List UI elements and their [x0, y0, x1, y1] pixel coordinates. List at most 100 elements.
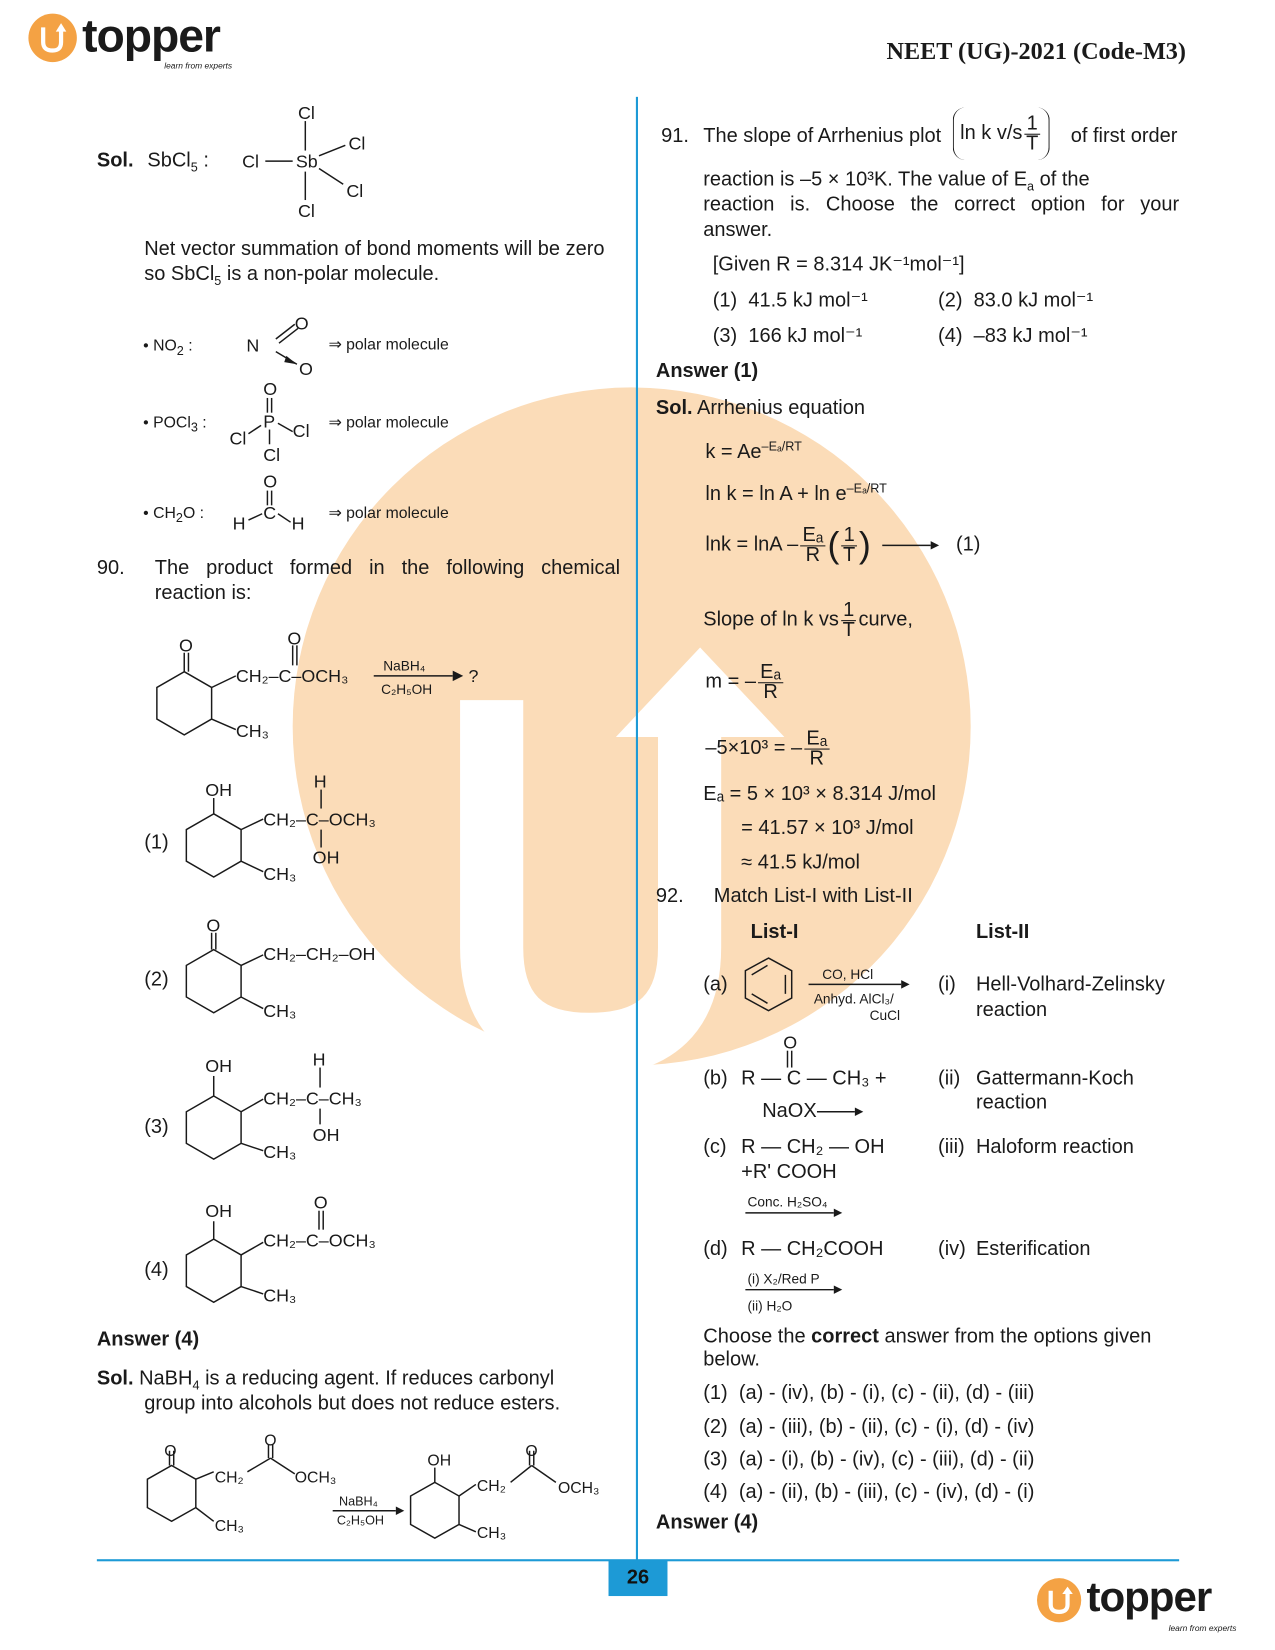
question-number-91: 91.: [661, 125, 689, 148]
page-number: 26: [608, 1560, 668, 1597]
item-c-formula: R — CH₂ — OH: [741, 1135, 885, 1159]
structure-label: NaBH₄: [383, 659, 425, 674]
list2-item-iii: Haloform reaction: [975, 1135, 1134, 1159]
structure-label: O: [783, 1033, 797, 1053]
question-92-title: Match List-I with List-II: [713, 885, 913, 908]
list2-item-ii: Gattermann-Koch: [975, 1067, 1134, 1090]
structure-label: Cl: [348, 133, 365, 153]
structure-label: CH₂–C–OCH₃: [263, 809, 376, 829]
structure-label: CuCl: [870, 1008, 900, 1023]
structure-label: Cl: [230, 428, 247, 448]
structure-label: O: [263, 471, 277, 491]
structure-label: NaBH₄: [339, 1495, 378, 1509]
item-a-label: (a): [703, 973, 728, 996]
structure-label: ?: [468, 666, 478, 686]
structure-label: CH₃: [263, 864, 296, 884]
atom-cl: Cl: [298, 103, 315, 123]
equation-k: k = Ae–Eₐ/RT: [705, 438, 802, 464]
question-number-90: 90.: [96, 556, 125, 580]
item-d-formula: R — CH₂COOH: [741, 1238, 884, 1261]
structure-label: OH: [205, 1201, 232, 1221]
list2-item-ii-2: reaction: [975, 1091, 1048, 1114]
structure-label: H: [313, 1049, 326, 1069]
structure-label: O: [314, 1193, 328, 1213]
ea-calc-2: = 41.57 × 10³ J/mol: [741, 816, 914, 840]
given-constant: [Given R = 8.314 JK⁻¹mol⁻¹]: [712, 253, 965, 276]
list2-item-iv-label: (iv): [938, 1238, 966, 1261]
footer-logo-tagline: learn from experts: [1168, 1623, 1237, 1633]
structure-label: CH₃: [215, 1518, 244, 1535]
structure-label: Cl: [346, 181, 363, 201]
question-90-text: The product formed in the following chem…: [154, 556, 621, 580]
footer-logo-text: topper: [1086, 1573, 1212, 1621]
choose-instruction: Choose the correct answer from the optio…: [703, 1325, 1152, 1348]
sol89-text-line1: Net vector summation of bond moments wil…: [144, 237, 605, 261]
structure-label: O: [206, 916, 220, 936]
structure-label: O: [295, 314, 309, 334]
option-4-label: (4): [144, 1259, 169, 1282]
q92-option-1: (1) (a) - (iv), (b) - (i), (c) - (ii), (…: [703, 1382, 1035, 1405]
list2-item-iv: Esterification: [975, 1238, 1091, 1261]
atom-n: N: [246, 336, 259, 356]
sol90-line1: Sol. NaBH4 is a reducing agent. If reduc…: [96, 1367, 555, 1393]
structure-label: CH₂–C–OCH₃: [263, 1231, 376, 1251]
q91-option-1: (1) 41.5 kJ mol⁻¹: [712, 289, 868, 312]
list2-item-iii-label: (iii): [938, 1135, 965, 1159]
structure-label: (ii) H₂O: [747, 1299, 792, 1314]
structure-label: CH₂–C–OCH₃: [236, 666, 349, 686]
logo-text: topper: [82, 10, 221, 63]
question-number-92: 92.: [655, 885, 684, 908]
atom-sb: Sb: [296, 151, 318, 171]
structure-label: H: [292, 514, 305, 534]
ea-calc-1: Eₐ = 5 × 10³ × 8.314 J/mol: [703, 783, 936, 806]
structure-label: OH: [427, 1452, 451, 1469]
question-91-line1: The slope of Arrhenius plot: [703, 125, 942, 148]
item-c-label: (c): [703, 1135, 727, 1159]
q92-option-4: (4) (a) - (ii), (b) - (iii), (c) - (iv),…: [703, 1481, 1035, 1504]
structure-label: O: [264, 1432, 276, 1449]
item-b-reagent: NaOX: [762, 1100, 817, 1123]
topper-logo-icon: [28, 13, 77, 63]
sol-label: Sol.: [96, 149, 134, 172]
footer-logo-icon: [1037, 1578, 1082, 1623]
logo-tagline: learn from experts: [164, 61, 233, 71]
structure-label: O: [525, 1443, 537, 1460]
item-d-label: (d): [703, 1238, 728, 1261]
column-divider: [635, 96, 638, 1561]
q91-option-3: (3) 166 kJ mol⁻¹: [712, 325, 863, 348]
item-c-line2: +R' COOH: [741, 1161, 837, 1184]
list-2-heading: List-II: [975, 921, 1030, 944]
structure-label: Cl: [263, 445, 280, 465]
ch2o-result: ⇒ polar molecule: [328, 504, 449, 523]
structure-label: H: [233, 514, 246, 534]
exam-title: NEET (UG)-2021 (Code-M3): [886, 37, 1186, 65]
question-91-line2: reaction is –5 × 10³K. The value of Ea o…: [703, 168, 1090, 194]
sol91-title: Sol. Arrhenius equation: [655, 396, 865, 420]
structure-label: O: [287, 628, 301, 648]
structure-label: Conc. H₂SO₄: [747, 1195, 827, 1210]
item-b-formula: R — C — CH₃ +: [741, 1067, 887, 1090]
structure-label: OCH₃: [295, 1469, 337, 1486]
option-1-label: (1): [144, 831, 169, 854]
structure-label: Anhyd. AlCl₃/: [814, 991, 894, 1006]
ea-calc-3: ≈ 41.5 kJ/mol: [741, 851, 860, 874]
structure-label: OH: [205, 1056, 232, 1076]
structure-label: O: [263, 379, 277, 399]
structure-label: CH₃: [263, 1285, 296, 1305]
list2-item-i-label: (i): [938, 973, 956, 996]
structure-label: CH₃: [477, 1525, 506, 1542]
choose-instruction-2: below.: [703, 1348, 760, 1371]
structure-label: CO, HCl: [822, 967, 873, 982]
sol90-line2: group into alcohols but does not reduce …: [144, 1392, 561, 1415]
structure-label: CH₂: [215, 1469, 244, 1486]
structure-label: H: [314, 771, 327, 791]
structure-label: P: [263, 411, 275, 431]
q92-option-2: (2) (a) - (iii), (b) - (ii), (c) - (i), …: [703, 1416, 1035, 1439]
